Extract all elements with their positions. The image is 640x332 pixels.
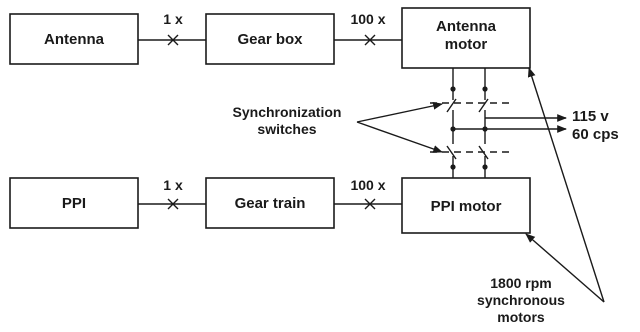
- ppi-block-label: PPI: [62, 195, 86, 212]
- junction-dot: [482, 86, 488, 92]
- ppi-motor-block: [401, 177, 531, 234]
- supply-frequency-label: 60 cps: [572, 126, 619, 143]
- gear-box-block: [205, 13, 335, 65]
- antenna-block: [9, 13, 139, 65]
- gear-train-block-label: Gear train: [235, 195, 306, 212]
- sync-switches-leader-lower: [356, 121, 443, 153]
- junction-dot: [450, 164, 456, 170]
- sync-motors-label-line3: motors: [497, 309, 545, 325]
- supply-voltage-label: 115 v: [572, 108, 609, 125]
- gear-train-block: [205, 177, 335, 229]
- sync-switches-label-line2: switches: [257, 121, 316, 137]
- sync-motors-leader-to-ppi-motor: [525, 233, 605, 303]
- ppi-block: [9, 177, 139, 229]
- shaft-coupling-x: [167, 198, 179, 210]
- ratio-label-ppi-geartrain: 1 x: [163, 177, 183, 193]
- shaft-coupling-x: [364, 34, 376, 46]
- shaft-coupling-x: [167, 34, 179, 46]
- antenna-motor-block: [401, 7, 531, 69]
- gear-box-block-label: Gear box: [237, 31, 303, 48]
- ratio-label-geartrain-motor: 100 x: [350, 177, 385, 193]
- sync-switch-blade: [446, 145, 457, 160]
- junction-dot: [450, 86, 456, 92]
- antenna-motor-block-label-line1: Antenna: [436, 18, 497, 35]
- ratio-label-gearbox-motor: 100 x: [350, 11, 385, 27]
- shaft-coupling-x: [364, 198, 376, 210]
- sync-switch-blade: [478, 98, 489, 113]
- sync-motors-label-line2: synchronous: [477, 292, 565, 308]
- antenna-block-label: Antenna: [44, 31, 105, 48]
- sync-switches-leader-upper: [356, 101, 443, 123]
- ratio-label-antenna-gearbox: 1 x: [163, 11, 183, 27]
- sync-switches-label-line1: Synchronization: [233, 104, 342, 120]
- sync-motors-leader-to-antenna-motor: [527, 67, 605, 303]
- sync-switch-blade: [446, 98, 457, 113]
- sync-motors-label-line1: 1800 rpm: [490, 275, 551, 291]
- junction-dot: [482, 164, 488, 170]
- ppi-motor-block-label: PPI motor: [431, 198, 502, 215]
- antenna-motor-block-label-line2: motor: [445, 36, 488, 53]
